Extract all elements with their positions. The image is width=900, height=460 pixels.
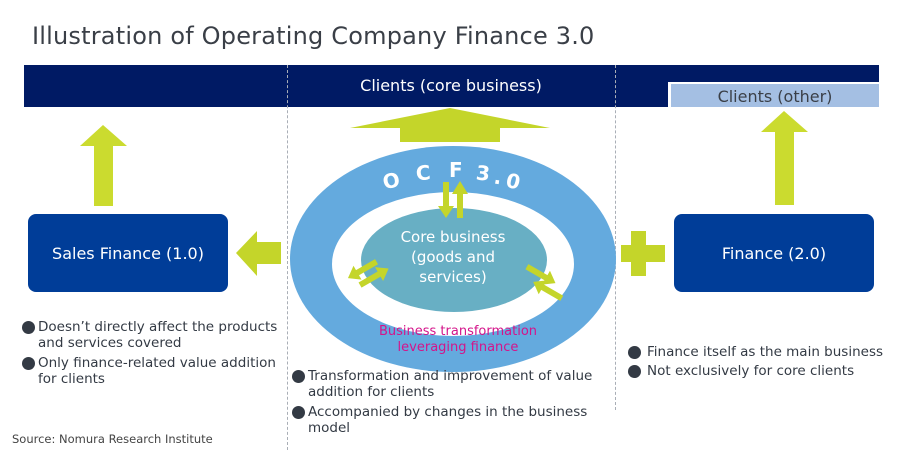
- ocf-label-char: O: [380, 167, 402, 194]
- bullet-text: Transformation and improvement of value …: [308, 368, 593, 400]
- core-business-line: (goods and: [411, 248, 495, 266]
- core-business-line: services): [419, 268, 486, 286]
- divider-left: [287, 65, 288, 450]
- up-arrow-small-icon: [452, 181, 468, 218]
- ocf-label-char: .: [492, 165, 503, 190]
- clients-core-label: Clients (core business): [360, 76, 542, 95]
- bullet-list-left: Doesn’t directly affect the products and…: [22, 319, 282, 391]
- finance-box: Finance (2.0): [674, 214, 874, 292]
- sales-finance-label: Sales Finance (1.0): [52, 243, 204, 263]
- bullet-text: Accompanied by changes in the business m…: [308, 404, 588, 436]
- core-business-line: Core business: [401, 228, 506, 246]
- plus-icon: [621, 231, 665, 276]
- up-arrow-center-icon: [350, 108, 550, 142]
- clients-other-label: Clients (other): [668, 82, 879, 107]
- transformation-line: leveraging finance: [398, 340, 519, 355]
- bullet-icon: [292, 406, 305, 419]
- ocf-label-char: F: [449, 158, 463, 182]
- page-title: Illustration of Operating Company Financ…: [32, 22, 595, 50]
- left-arrow-icon: [236, 231, 281, 276]
- divider-right: [615, 65, 616, 410]
- source-note: Source: Nomura Research Institute: [12, 432, 213, 446]
- ocf-label-char: 3: [475, 160, 491, 185]
- bullet-icon: [628, 346, 641, 359]
- sales-finance-box: Sales Finance (1.0): [28, 214, 228, 292]
- bullet-icon: [628, 365, 641, 378]
- bullet-list-center: Transformation and improvement of value …: [292, 368, 602, 440]
- core-business-ellipse: [361, 208, 547, 312]
- bullet-text: Finance itself as the main business: [647, 344, 884, 360]
- list-item: Not exclusively for core clients: [628, 363, 888, 379]
- ocf-label-char: 0: [504, 168, 523, 195]
- bullet-icon: [22, 321, 35, 334]
- list-item: Finance itself as the main business: [628, 344, 888, 360]
- up-arrow-left-icon: [80, 125, 127, 206]
- bullet-icon: [22, 357, 35, 370]
- list-item: Only finance-related value addition for …: [22, 355, 282, 387]
- bullet-text: Not exclusively for core clients: [647, 363, 855, 379]
- list-item: Transformation and improvement of value …: [292, 368, 602, 400]
- bullet-list-right: Finance itself as the main business Not …: [628, 344, 888, 382]
- bullet-text: Doesn’t directly affect the products and…: [38, 319, 278, 351]
- right-exchange-arrows-icon: [525, 264, 564, 301]
- bullet-icon: [292, 370, 305, 383]
- up-arrow-right-icon: [761, 111, 808, 205]
- ocf-label-char: C: [415, 160, 432, 185]
- bullet-text: Only finance-related value addition for …: [38, 355, 276, 387]
- list-item: Doesn’t directly affect the products and…: [22, 319, 282, 351]
- list-item: Accompanied by changes in the business m…: [292, 404, 602, 436]
- transformation-line: Business transformation: [379, 324, 537, 339]
- left-exchange-arrows-icon: [347, 259, 389, 288]
- finance-label: Finance (2.0): [721, 243, 827, 263]
- down-arrow-icon: [438, 182, 454, 218]
